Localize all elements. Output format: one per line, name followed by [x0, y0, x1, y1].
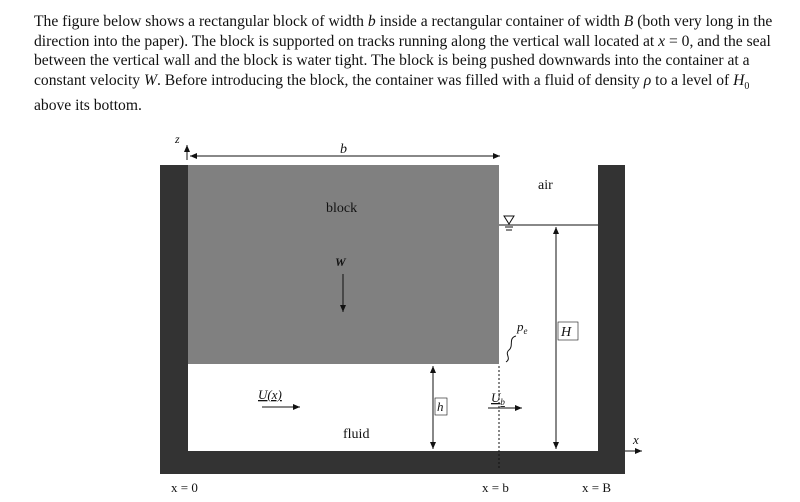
block — [188, 165, 499, 364]
fluid-label: fluid — [343, 427, 369, 442]
W-label: W — [335, 255, 347, 269]
b-label: b — [340, 142, 347, 157]
paragraph-text: . Before introducing the block, the cont… — [157, 71, 644, 89]
x-eq-0-label: x = 0 — [171, 480, 198, 495]
h-label: h — [437, 399, 444, 414]
var-W: W — [144, 71, 157, 89]
Ux-label: U(x) — [258, 387, 282, 402]
var-rho: ρ — [643, 71, 652, 89]
paragraph-text: (both very long in the direction into th… — [34, 13, 773, 50]
pressure-squiggle — [505, 335, 517, 363]
problem-paragraph: The figure below shows a rectangular blo… — [34, 12, 778, 116]
var-b: b — [367, 13, 376, 30]
x-eq-B-label: x = B — [582, 480, 611, 495]
right-wall — [598, 165, 625, 474]
var-x: x — [658, 32, 666, 50]
x-axis-label: x — [632, 432, 639, 447]
paragraph-text: above its bottom. — [34, 97, 142, 115]
pressure-label: pe — [516, 319, 528, 336]
left-wall — [160, 165, 188, 474]
free-surface-icon — [503, 215, 515, 231]
Ub-label: Ub — [491, 390, 505, 407]
var-H0-subscript: 0 — [744, 80, 750, 92]
bottom-wall — [160, 451, 625, 474]
paragraph-text: = 0, and the seal between the vertical w… — [34, 32, 771, 89]
H-label: H — [560, 325, 572, 340]
paragraph-text: The figure below shows a rectangular blo… — [34, 13, 368, 30]
var-H0: H — [733, 71, 745, 89]
block-label: block — [326, 201, 357, 216]
paragraph-text: inside a rectangular container of width — [375, 13, 624, 30]
var-B: B — [623, 13, 634, 30]
x-eq-b-label: x = b — [482, 480, 509, 495]
paragraph-text: to a level of — [651, 71, 734, 89]
H-label-box — [557, 321, 579, 341]
h-label-box — [434, 397, 448, 416]
z-axis-label: z — [174, 132, 180, 146]
air-label: air — [538, 178, 553, 193]
